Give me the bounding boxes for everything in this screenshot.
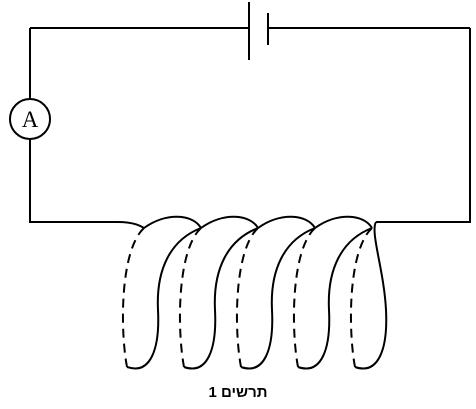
coil-front-loop	[297, 227, 373, 370]
coil-back-loops	[121, 227, 373, 368]
coil-front-loops	[117, 215, 388, 370]
coil-exit	[354, 221, 388, 370]
coil-back-loop	[235, 227, 259, 368]
coil-front-loop	[183, 227, 259, 370]
coil-front-loop	[200, 215, 259, 229]
coil-entry	[117, 221, 145, 229]
coil-front-loop	[143, 215, 202, 229]
right-wire	[376, 28, 471, 223]
left-wire-lower	[29, 139, 118, 223]
ammeter-label: A	[22, 107, 39, 132]
figure-caption: תרשים 1	[208, 384, 268, 401]
coil-back-loop	[178, 227, 202, 368]
coil-back-loop	[121, 227, 145, 368]
coil-front-loop	[314, 215, 373, 229]
coil-front-loop	[240, 227, 316, 370]
coil-back-loop	[349, 227, 373, 368]
coil-back-loop	[292, 227, 316, 368]
coil-front-loop	[257, 215, 316, 229]
coil-front-loop	[126, 227, 202, 370]
